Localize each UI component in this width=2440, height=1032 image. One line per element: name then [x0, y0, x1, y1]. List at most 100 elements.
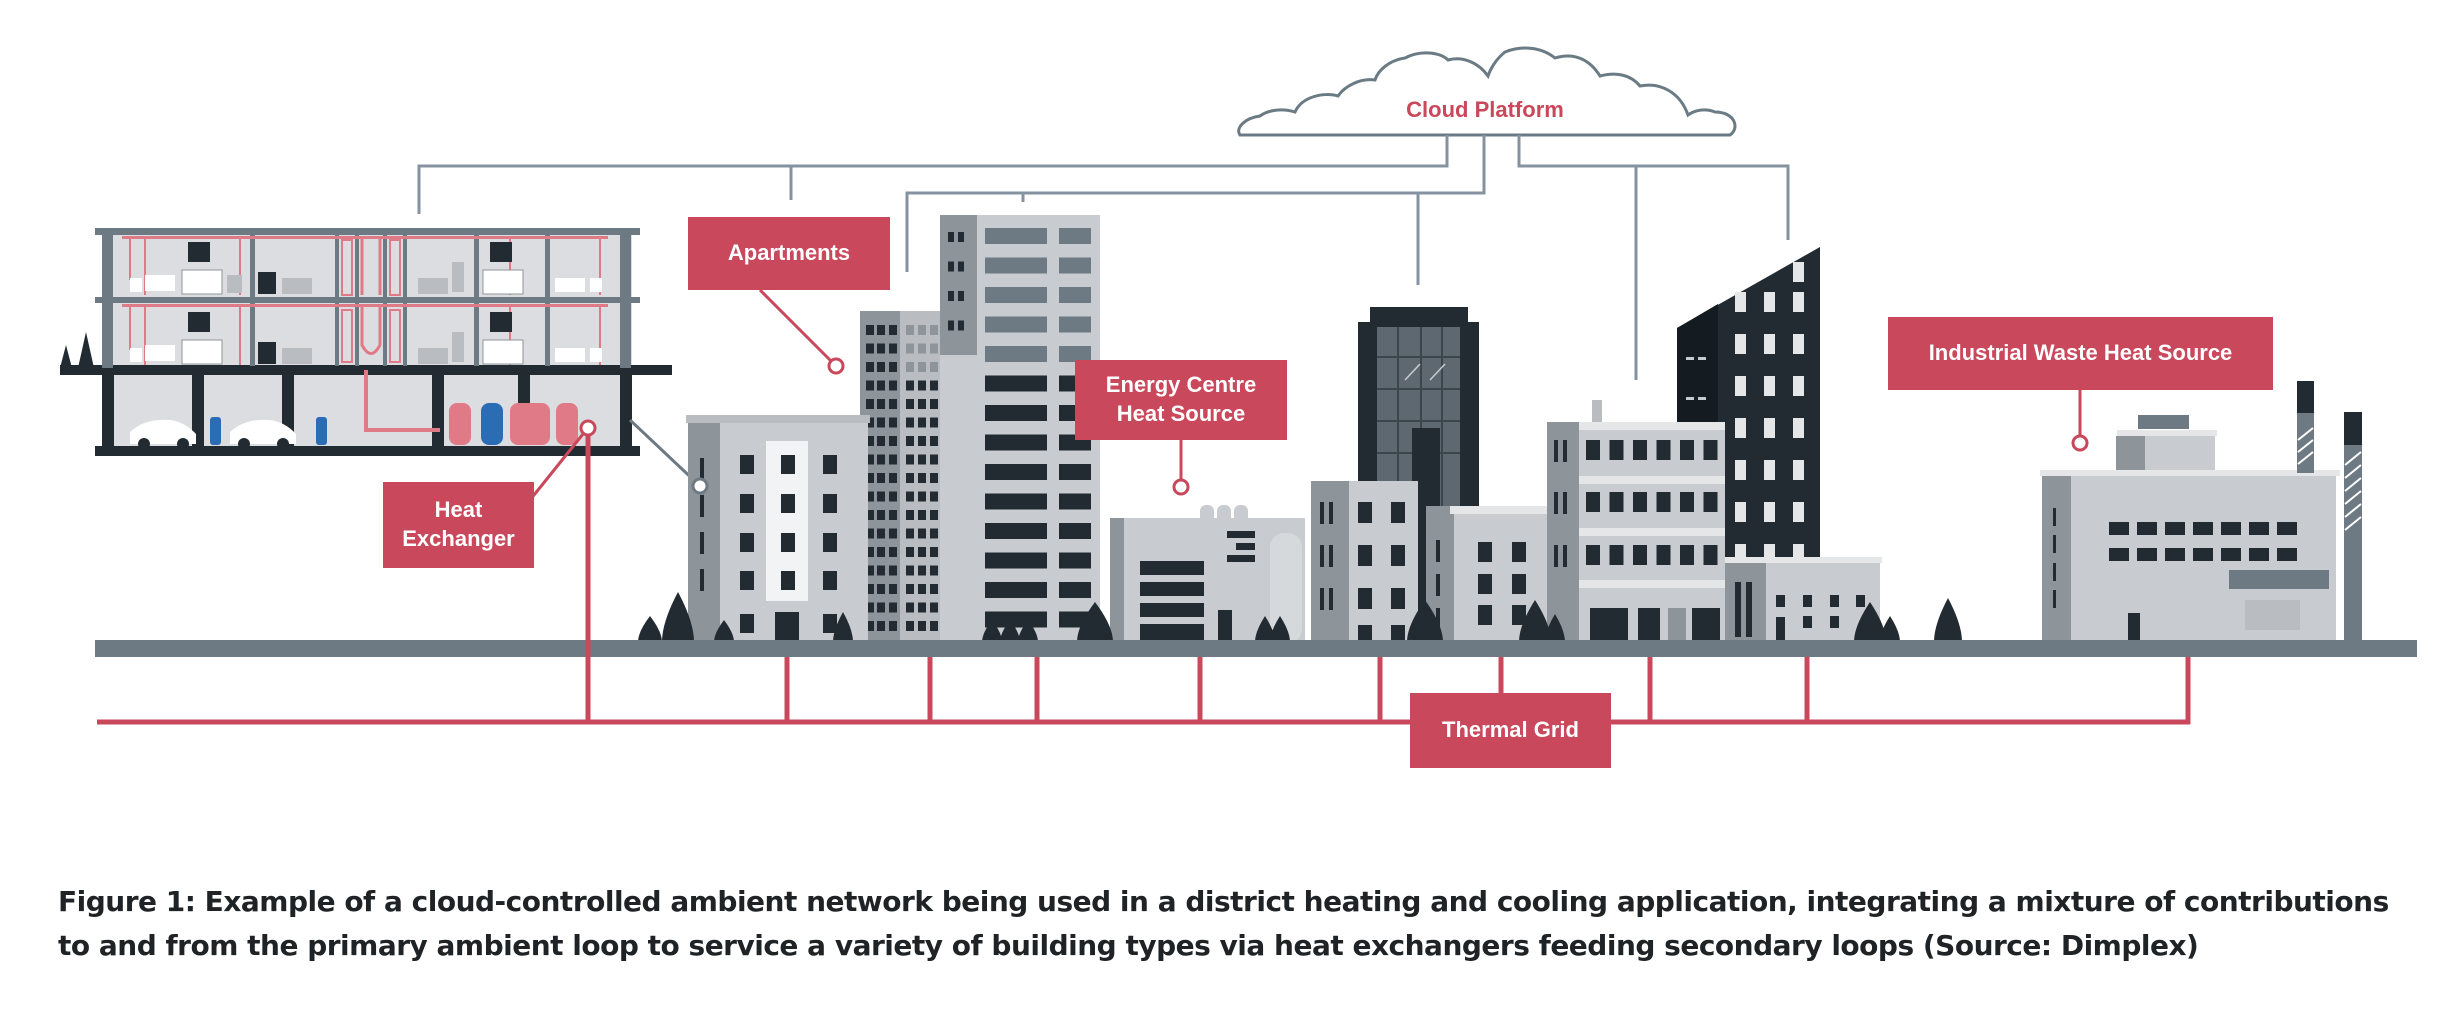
- window: [948, 232, 954, 242]
- window: [889, 454, 897, 465]
- window: [1793, 334, 1804, 354]
- window: [1609, 440, 1624, 460]
- window: [930, 399, 938, 409]
- window: [1735, 544, 1746, 564]
- window: [930, 621, 938, 631]
- window: [1059, 346, 1091, 362]
- window: [2193, 548, 2213, 561]
- tree-icon: [1880, 616, 1900, 642]
- window: [1703, 545, 1718, 565]
- car-icon: [230, 419, 296, 450]
- window: [918, 473, 926, 483]
- cloud-icon: [1237, 46, 1737, 137]
- window: [948, 261, 954, 272]
- window: [918, 565, 926, 576]
- window: [918, 325, 926, 335]
- window: [1586, 545, 1600, 565]
- window: [906, 362, 914, 372]
- diagram-illustration: [60, 46, 2417, 725]
- window: [1764, 292, 1775, 312]
- window: [906, 584, 914, 594]
- heat-exchanger-line1: Heat: [434, 497, 483, 523]
- window: [930, 584, 938, 594]
- factory-icon: [2040, 381, 2362, 643]
- window: [906, 343, 914, 354]
- window: [2277, 522, 2297, 535]
- tree-icon: [1018, 620, 1038, 642]
- window: [866, 602, 874, 613]
- window: [1059, 523, 1091, 539]
- energy-centre-line1: Energy Centre: [1105, 372, 1257, 398]
- window: [1764, 502, 1775, 522]
- window: [918, 343, 926, 354]
- window: [1059, 316, 1091, 333]
- window: [877, 491, 885, 502]
- window: [906, 473, 914, 483]
- windows: [948, 228, 1091, 628]
- heat-pump-tank-icon: [449, 403, 578, 445]
- window: [1554, 545, 1558, 567]
- window: [918, 510, 926, 520]
- window: [889, 547, 897, 557]
- window: [1764, 460, 1775, 480]
- window: [1633, 545, 1647, 565]
- window: [985, 375, 1047, 392]
- window: [1764, 544, 1775, 564]
- window: [906, 417, 914, 428]
- window: [2221, 548, 2241, 561]
- window: [1059, 582, 1091, 598]
- tree-icon: [1934, 598, 1962, 642]
- window: [985, 287, 1047, 303]
- tree-icon: [638, 616, 662, 642]
- window: [985, 346, 1047, 362]
- window: [985, 434, 1047, 451]
- window: [877, 362, 885, 372]
- window: [866, 380, 874, 391]
- window: [866, 565, 874, 576]
- caption-text: Example of a cloud-controlled ambient ne…: [58, 885, 2389, 962]
- energy-centre-building: [1110, 505, 1305, 643]
- window: [1059, 464, 1091, 480]
- industrial-marker: [2071, 434, 2089, 452]
- window: [2277, 548, 2297, 561]
- window: [889, 399, 897, 409]
- window: [918, 602, 926, 613]
- window: [918, 584, 926, 594]
- window: [985, 552, 1047, 569]
- window: [985, 228, 1047, 244]
- window: [2137, 522, 2157, 535]
- window: [866, 362, 874, 372]
- window: [930, 454, 938, 465]
- apartments-label-text: Apartments: [727, 240, 851, 266]
- window: [2249, 522, 2269, 535]
- tree-icon: [1270, 616, 1290, 642]
- window: [1059, 552, 1091, 569]
- window: [1059, 287, 1091, 303]
- apartment-block-icon: [60, 228, 672, 456]
- window: [906, 491, 914, 502]
- window: [1563, 492, 1567, 514]
- tree-icon: [982, 620, 1002, 642]
- window: [1793, 376, 1804, 396]
- window: [918, 436, 926, 446]
- tree-icon: [1519, 600, 1551, 642]
- window: [1680, 545, 1694, 565]
- window: [930, 602, 938, 613]
- caption-prefix: Figure 1:: [58, 885, 196, 918]
- window: [1793, 544, 1804, 564]
- window: [906, 399, 914, 409]
- window: [1656, 545, 1671, 565]
- window: [866, 528, 874, 539]
- window: [985, 493, 1047, 510]
- downtown-buildings: [1311, 247, 1882, 643]
- window: [2221, 522, 2241, 535]
- window: [1764, 334, 1775, 354]
- window: [1563, 440, 1567, 462]
- window: [2249, 548, 2269, 561]
- window: [1633, 492, 1647, 512]
- tree-icon: [1000, 620, 1020, 642]
- window: [1059, 493, 1091, 510]
- connector-to-dark-tower: [1517, 135, 1790, 240]
- tree-icon: [1545, 614, 1565, 642]
- window: [1735, 502, 1746, 522]
